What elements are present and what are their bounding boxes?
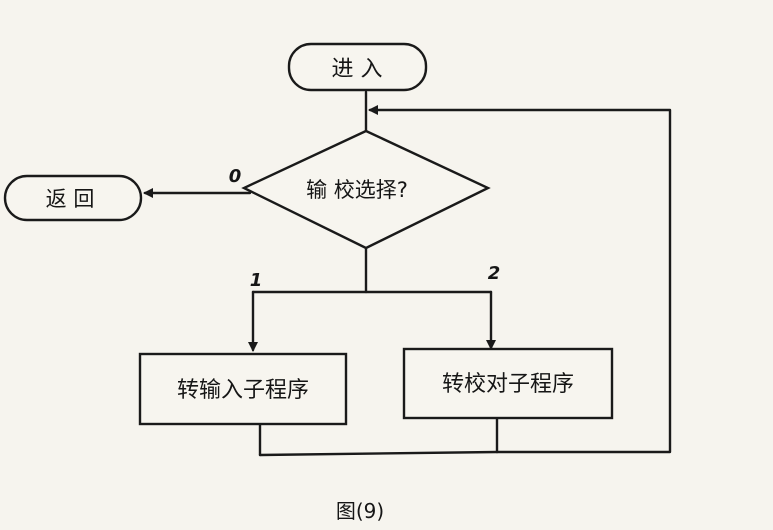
figure-caption: 图(9) [336,499,384,523]
decision-label: 输 校选择? [306,178,408,202]
return-terminal-label: 返 回 [46,187,95,211]
process-verify-label: 转校对子程序 [442,372,574,397]
branch-label-verify: 2 [488,263,501,284]
decision-diamond [241,129,491,250]
return-terminal [3,174,143,222]
branch-label-input: 1 [250,270,263,291]
process-input-label: 转输入子程序 [177,378,309,403]
branch-label-return: 0 [229,166,242,187]
connector-bottom-merge [258,450,499,457]
connector-loop-back [368,105,672,454]
process-input-box [138,352,348,426]
start-terminal-label: 进 入 [332,57,383,82]
process-verify-box [402,347,614,420]
start-terminal [287,42,428,92]
